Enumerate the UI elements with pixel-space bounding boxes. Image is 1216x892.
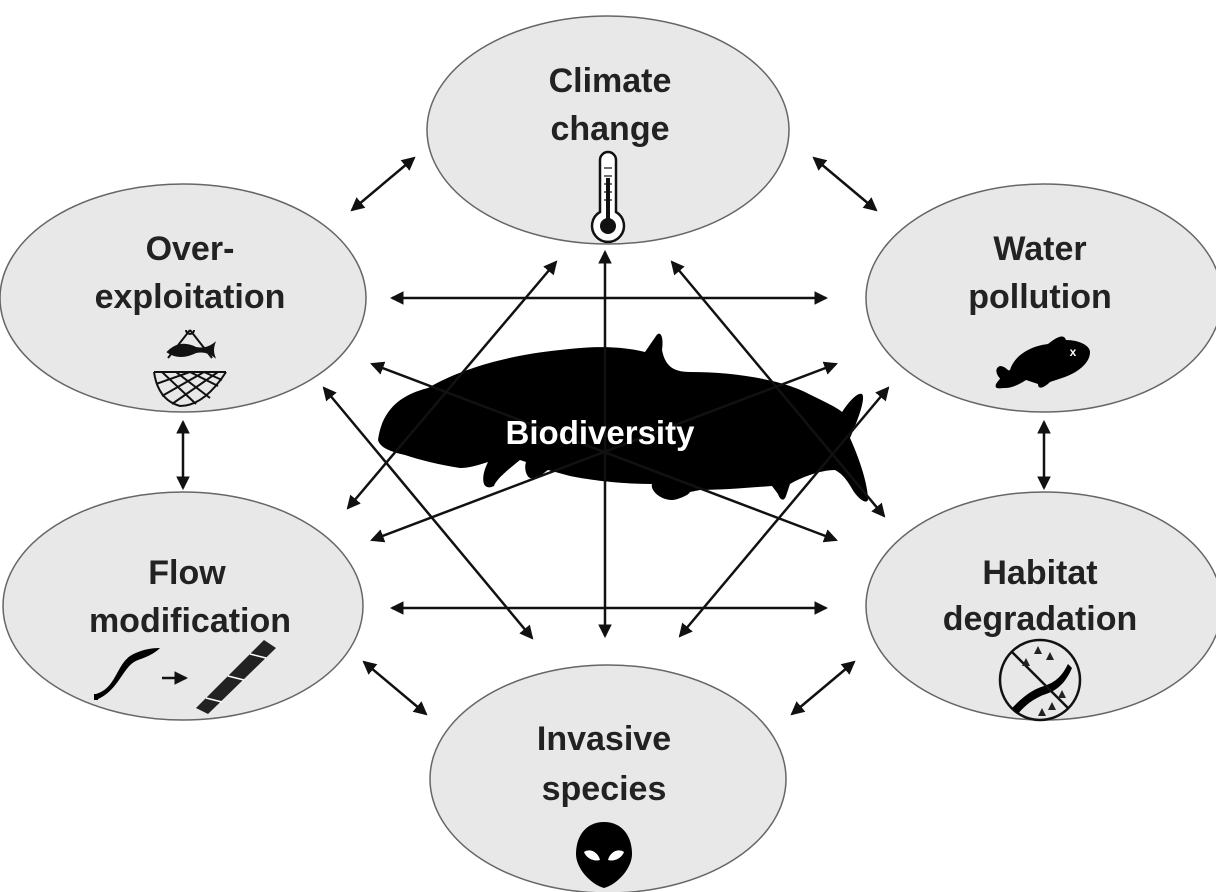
climate-change-label-line1: Climate [549,62,672,100]
thermometer-icon [590,150,626,244]
habitat-degradation-label-line2: degradation [943,600,1138,638]
invasive-species-node [429,664,787,892]
water-pollution-label-line1: Water [993,230,1086,268]
connection-arrows [176,156,1051,716]
arrow-climate-water [812,156,878,212]
arrow-flow-water [370,361,838,543]
flow-modification-label-line1: Flow [148,554,226,592]
arrow-overexploitation-climate [350,156,416,212]
center-label: Biodiversity [506,414,696,451]
no-forest-river-icon [998,638,1082,722]
habitat-degradation-label-line1: Habitat [982,554,1097,592]
over-exploitation-label-line1: Over- [146,230,235,268]
over-exploitation-label-line2: exploitation [95,278,286,316]
climate-change-label-line2: change [550,110,669,148]
invasive-species-label-line2: species [542,770,667,808]
fishing-net-icon [153,329,227,408]
arrow-invasive-habitat [790,660,856,716]
river-channelization-icon [94,640,276,714]
water-pollution-label-line2: pollution [968,278,1112,316]
svg-text:x: x [1070,345,1077,359]
dead-fish-icon: x [995,336,1090,389]
alien-head-icon [576,822,632,888]
invasive-species-label-line1: Invasive [537,720,671,758]
flow-modification-label-line2: modification [89,602,291,640]
arrow-flow-invasive [362,660,428,716]
climate-change-node [426,15,790,245]
